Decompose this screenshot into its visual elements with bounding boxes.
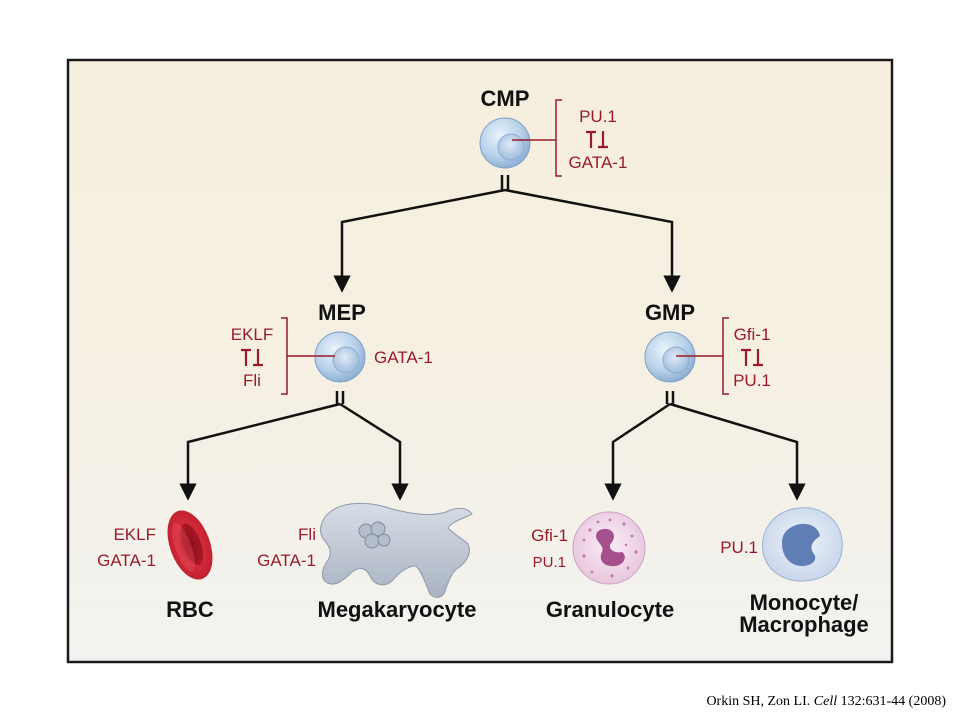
cell-icon [314, 331, 366, 383]
granulocyte-label: Granulocyte [546, 597, 674, 622]
gmp-node: GMP Gfi-1 PU.1 [644, 300, 771, 395]
megakaryocyte-cell: Fli GATA-1 Megakaryocyte [257, 502, 477, 622]
rbc-factor-1: EKLF [113, 525, 156, 544]
arrow-icon [179, 391, 806, 501]
cmp-bracket [555, 99, 562, 177]
rbc-cell: EKLF GATA-1 RBC [97, 510, 214, 622]
mep-factor-top: EKLF [231, 325, 274, 344]
gmp-label: GMP [645, 300, 695, 325]
granulocyte-factor-2: PU.1 [533, 554, 566, 571]
gmp-factor-top: Gfi-1 [734, 325, 771, 344]
inhibition-arrows-icon [586, 130, 608, 149]
megakaryocyte-factor-2: GATA-1 [257, 551, 316, 570]
megakaryocyte-label: Megakaryocyte [318, 597, 477, 622]
arrow-icon [333, 175, 681, 293]
monocyte-factor-1: PU.1 [720, 538, 758, 557]
mep-factor-side: GATA-1 [374, 348, 433, 367]
red-blood-cell-icon [167, 510, 213, 580]
cmp-node: CMP PU.1 GATA-1 [479, 86, 628, 177]
megakaryocyte-factor-1: Fli [298, 525, 316, 544]
megakaryocyte-icon [320, 502, 473, 598]
mep-factor-bottom: Fli [243, 371, 261, 390]
cmp-label: CMP [481, 86, 530, 111]
mep-bracket [281, 317, 288, 395]
inhibition-arrows-icon [241, 348, 263, 367]
citation-journal: Cell [813, 694, 838, 709]
gmp-bracket [722, 317, 729, 395]
rbc-label: RBC [166, 597, 214, 622]
gmp-factor-bottom: PU.1 [733, 371, 771, 390]
mep-label: MEP [318, 300, 366, 325]
rbc-factor-2: GATA-1 [97, 551, 156, 570]
citation-ref: 132:631-44 (2008) [837, 694, 946, 709]
granulocyte-icon [572, 511, 646, 585]
citation-authors: Orkin SH, Zon LI. [706, 694, 814, 709]
granulocyte-cell: Gfi-1 PU.1 Granulocyte [531, 511, 674, 622]
monocyte-cell: PU.1 Monocyte/ Macrophage [720, 507, 869, 637]
cell-icon [644, 331, 696, 383]
cell-icon [479, 117, 531, 169]
monocyte-label-line2: Macrophage [739, 612, 869, 637]
granulocyte-factor-1: Gfi-1 [531, 526, 568, 545]
cmp-factor-top: PU.1 [579, 107, 617, 126]
citation: Orkin SH, Zon LI. Cell 132:631-44 (2008) [706, 694, 946, 710]
monocyte-label-line1: Monocyte/ [750, 590, 859, 615]
cmp-factor-bottom: GATA-1 [569, 153, 628, 172]
mep-node: MEP EKLF Fli GATA-1 [231, 300, 433, 395]
inhibition-arrows-icon [741, 348, 763, 367]
monocyte-icon [762, 507, 843, 582]
